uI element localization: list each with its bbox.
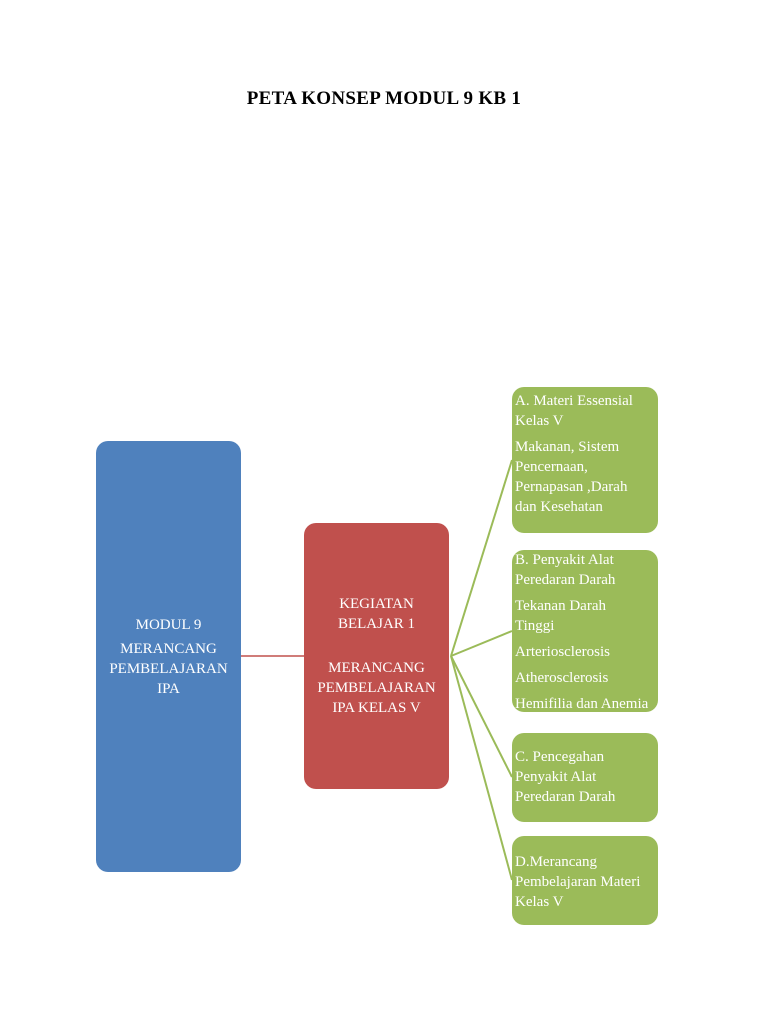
materi-b-heading-1: B. Penyakit Alat <box>515 552 614 568</box>
materi-b-box: B. Penyakit Alat Peredaran Darah Tekanan… <box>512 550 658 712</box>
materi-a-heading-2: Kelas V <box>515 413 564 429</box>
materi-b-item-2: Tinggi <box>515 618 555 634</box>
modul-box: MODUL 9 MERANCANG PEMBELAJARAN IPA <box>96 441 241 872</box>
kegiatan-subtitle-3: IPA KELAS V <box>332 700 421 716</box>
materi-a-item-1: Makanan, Sistem <box>515 439 620 455</box>
materi-a-item-4: dan Kesehatan <box>515 499 603 515</box>
kegiatan-box: KEGIATAN BELAJAR 1 MERANCANG PEMBELAJARA… <box>304 523 449 789</box>
page-title: PETA KONSEP MODUL 9 KB 1 <box>246 88 522 109</box>
materi-b-item-4: Atherosclerosis <box>515 670 609 686</box>
materi-b-item-1: Tekanan Darah <box>515 598 606 614</box>
materi-d-line-1: D.Merancang <box>515 854 598 870</box>
modul-subtitle-3: IPA <box>157 680 180 697</box>
materi-c-line-2: Penyakit Alat <box>515 769 597 785</box>
materi-d-box: D.Merancang Pembelajaran Materi Kelas V <box>512 836 658 925</box>
kegiatan-label-1: KEGIATAN <box>339 596 414 612</box>
connector-kegiatan-materi-d <box>450 655 513 881</box>
modul-label: MODUL 9 <box>135 616 202 633</box>
kegiatan-label-2: BELAJAR 1 <box>337 616 416 632</box>
materi-d-line-3: Kelas V <box>515 894 564 910</box>
materi-d-line-2: Pembelajaran Materi <box>515 874 641 890</box>
connector-kegiatan-materi-b <box>450 630 513 657</box>
materi-c-line-1: C. Pencegahan <box>515 749 605 765</box>
kegiatan-subtitle-2: PEMBELAJARAN <box>317 680 436 696</box>
materi-b-heading-2: Peredaran Darah <box>515 572 616 588</box>
materi-c-line-3: Peredaran Darah <box>515 789 616 805</box>
materi-a-heading-1: A. Materi Essensial <box>515 393 633 409</box>
modul-subtitle-2: PEMBELAJARAN <box>109 660 228 677</box>
materi-b-item-5: Hemifilia dan Anemia <box>515 696 649 712</box>
materi-b-item-3: Arteriosclerosis <box>515 644 610 660</box>
materi-a-item-2: Pencernaan, <box>515 459 588 475</box>
connector-kegiatan-materi-c <box>450 655 513 778</box>
materi-a-item-3: Pernapasan ,Darah <box>515 479 628 495</box>
materi-c-box: C. Pencegahan Penyakit Alat Peredaran Da… <box>512 733 658 822</box>
modul-subtitle-1: MERANCANG <box>120 640 217 657</box>
materi-a-box: A. Materi Essensial Kelas V Makanan, Sis… <box>512 387 658 533</box>
connector-kegiatan-materi-a <box>450 459 513 657</box>
kegiatan-subtitle-1: MERANCANG <box>328 660 425 676</box>
